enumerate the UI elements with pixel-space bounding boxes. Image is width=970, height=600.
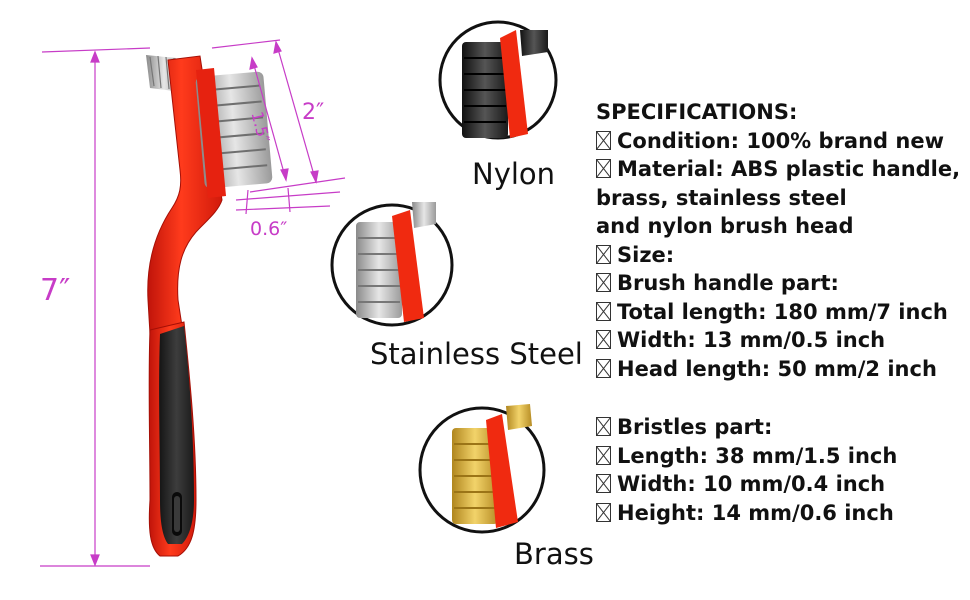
spec-line: Length: 38 mm/1.5 inch	[596, 442, 968, 471]
bullet-box-icon	[596, 244, 611, 264]
bullet-box-icon	[596, 301, 611, 321]
bullet-box-icon	[596, 159, 611, 178]
bullet-box-icon	[596, 130, 611, 150]
spec-line: Bristles part:	[596, 413, 968, 442]
spec-line: Size:	[596, 241, 968, 270]
brass-closeup	[418, 404, 546, 534]
bristle-height-label: 0.6″	[250, 218, 288, 240]
nylon-closeup	[438, 20, 558, 140]
bullet-box-icon	[596, 417, 611, 436]
spec-line: Width: 10 mm/0.4 inch	[596, 470, 968, 499]
spec-line: Width: 13 mm/0.5 inch	[596, 326, 968, 355]
bullet-box-icon	[596, 358, 611, 378]
total-length-label: 7″	[40, 273, 71, 308]
spec-line: Condition: 100% brand new	[596, 127, 968, 156]
nylon-label: Nylon	[472, 157, 556, 191]
bullet-box-icon	[596, 445, 611, 465]
stainless-steel-label: Stainless Steel	[370, 337, 583, 371]
bullet-box-icon	[596, 502, 611, 522]
bullet-box-icon	[596, 474, 611, 493]
spec-line: Brush handle part:	[596, 269, 968, 298]
spec-line-continued: and nylon brush head	[596, 214, 854, 238]
spec-line: Total length: 180 mm/7 inch	[596, 298, 968, 327]
brush-head-bristles	[195, 68, 273, 198]
head-length-label: 2″	[302, 100, 325, 125]
spec-line: Material: ABS plastic handle,	[596, 155, 968, 184]
spec-line: Height: 14 mm/0.6 inch	[596, 499, 968, 528]
dimension-lines	[40, 39, 346, 567]
stainless-closeup	[330, 202, 454, 327]
specs-title: SPECIFICATIONS:	[596, 100, 798, 124]
specifications-panel: SPECIFICATIONS: Condition: 100% brand ne…	[596, 98, 968, 527]
spec-line: Head length: 50 mm/2 inch	[596, 355, 968, 384]
bullet-box-icon	[596, 273, 611, 292]
brass-label: Brass	[514, 537, 594, 571]
bullet-box-icon	[596, 330, 611, 349]
spec-line-continued: brass, stainless steel	[596, 185, 847, 210]
